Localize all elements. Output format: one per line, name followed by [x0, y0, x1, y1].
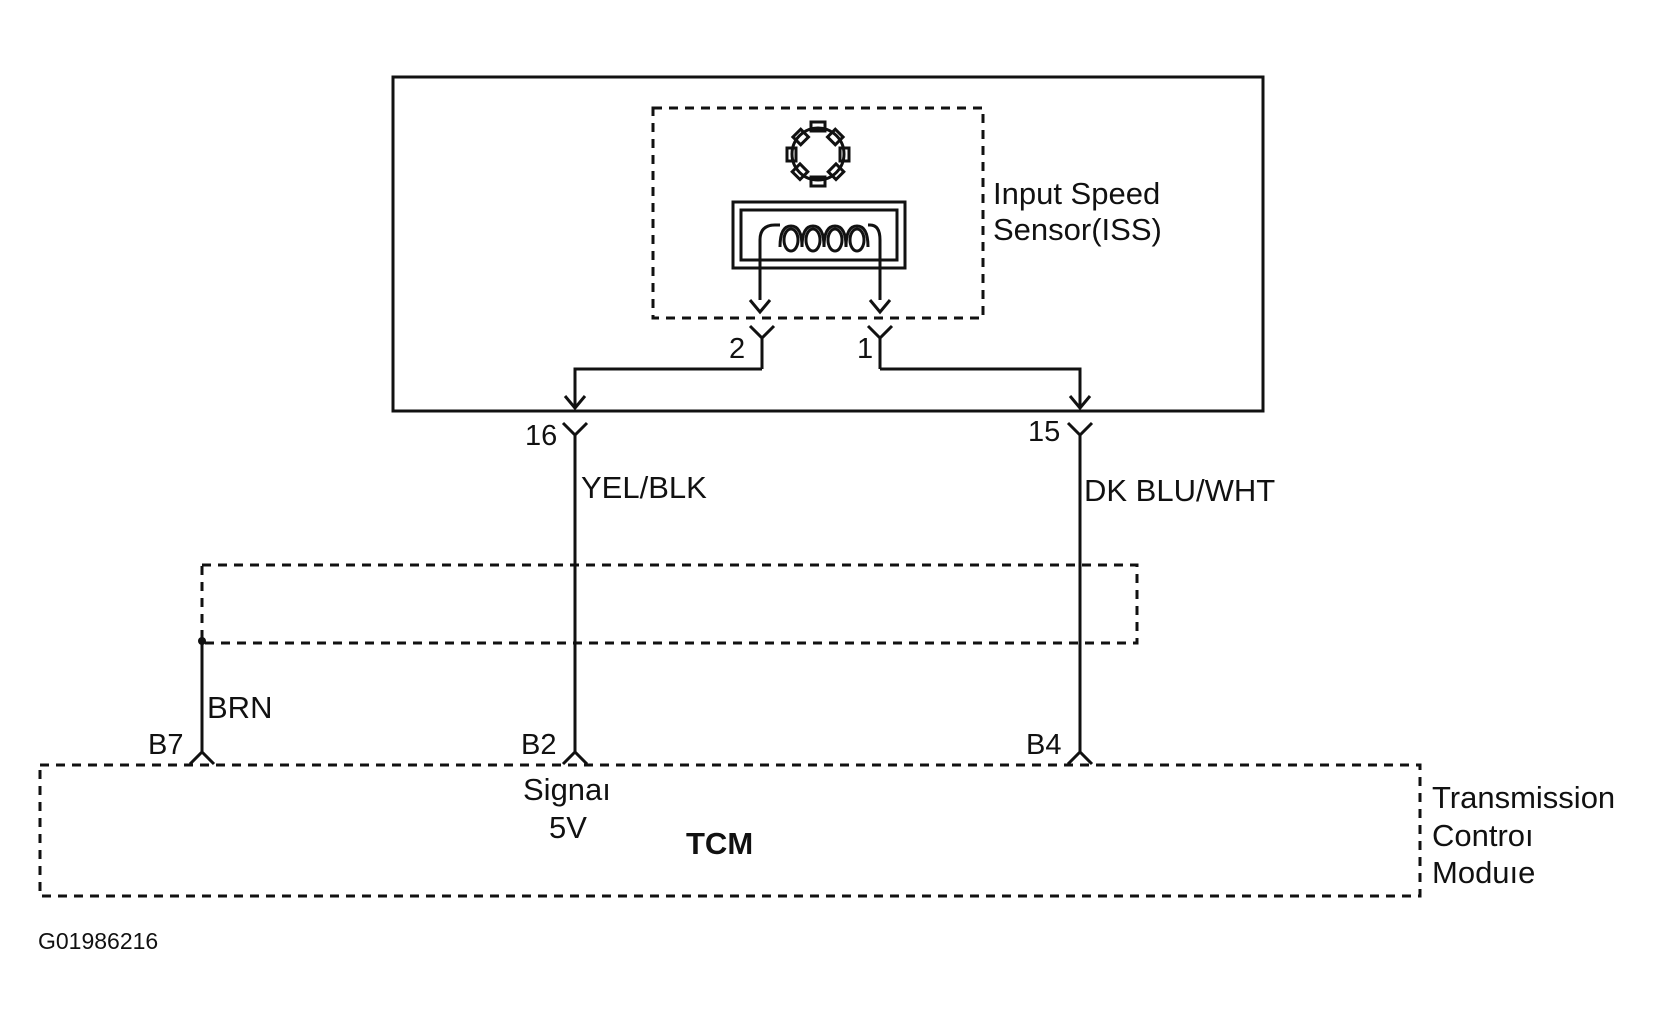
sensor-pin-2-label: 2: [729, 333, 745, 365]
tcm-pin-b2-label: B2: [521, 729, 556, 761]
tcm-voltage-label: 5V: [549, 810, 587, 845]
tcm-pin-b4-symbol: [1066, 749, 1094, 766]
pickup-coil-icon: [731, 200, 907, 300]
harness-connector-15-label: 15: [1028, 416, 1060, 448]
wire-brn-label: BRN: [207, 690, 272, 725]
wire-dk-blu-wht-label: DK BLU/WHT: [1084, 473, 1275, 508]
tcm-pin-b7-label: B7: [148, 729, 183, 761]
harness-connector-15: [1066, 421, 1094, 438]
tcm-box: [38, 763, 1422, 898]
reluctor-wheel-icon: [785, 120, 851, 188]
sensor-name-line2: Sensor(ISS): [993, 212, 1162, 247]
harness-connector-16-label: 16: [525, 420, 557, 452]
wire-pin1-to-15: [880, 367, 1082, 408]
tcm-name-line3: Moduıe: [1432, 855, 1535, 890]
sensor-pin-2-arrow: [748, 299, 772, 315]
sensor-component-box: [651, 106, 985, 320]
sensor-name-line1: Input Speed: [993, 176, 1160, 211]
harness-connector-16: [561, 421, 589, 438]
tcm-name-line2: Controı: [1432, 818, 1534, 853]
tcm-signal-label: Signaı: [523, 772, 611, 807]
sensor-housing-box: [391, 75, 1265, 413]
sensor-pin-1-label: 1: [857, 333, 873, 365]
sensor-pin-2-connector: [748, 324, 776, 369]
harness-16-arrow: [563, 395, 587, 411]
tcm-pin-b4-label: B4: [1026, 729, 1061, 761]
tcm-name-line1: Transmission: [1432, 780, 1615, 815]
sensor-pin-1-arrow: [868, 299, 892, 315]
tcm-pin-b7-symbol: [188, 749, 216, 766]
tcm-abbrev-label: TCM: [686, 826, 753, 861]
figure-id: G01986216: [38, 928, 158, 954]
harness-15-arrow: [1068, 395, 1092, 411]
shield-box: [200, 563, 1139, 645]
sensor-pin-1-connector: [866, 324, 894, 369]
wire-yel-blk-label: YEL/BLK: [581, 470, 707, 505]
wire-pin2-to-16: [573, 367, 762, 408]
tcm-pin-b2-symbol: [561, 749, 589, 766]
